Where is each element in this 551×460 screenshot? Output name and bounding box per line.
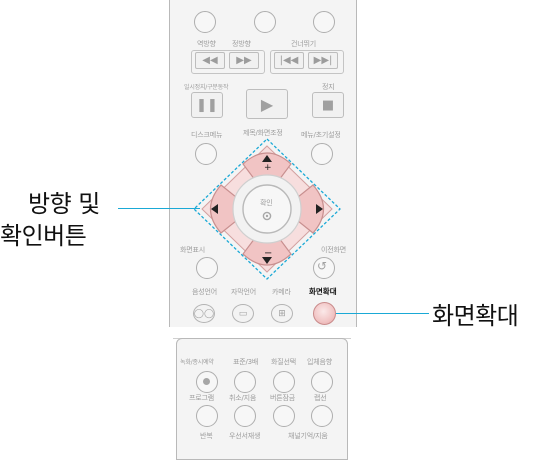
skip-back-button[interactable]: |◀◀ <box>274 52 304 69</box>
option-button[interactable] <box>311 405 333 427</box>
skip-label: 건너뛰기 <box>291 40 316 48</box>
subtitle-label: 자막언어 <box>231 288 256 296</box>
return-label: 이전화면 <box>321 246 346 254</box>
fast-forward-icon: ▶▶ <box>236 55 252 66</box>
zoom-button[interactable] <box>313 302 336 325</box>
lower-label-3-3: 채널기억/지움 <box>288 432 328 440</box>
zoom-small-label: 화면확대 <box>309 287 337 296</box>
lower-label-2-1: 프로그램 <box>189 394 214 402</box>
quality-button[interactable] <box>273 371 295 393</box>
disc-menu-label: 디스크메뉴 <box>191 131 223 139</box>
skip-forward-button[interactable]: ▶▶| <box>308 52 338 69</box>
pause-button[interactable]: ❚❚ <box>191 92 223 118</box>
skip-back-icon: |◀◀ <box>279 55 299 66</box>
arrow-down-icon <box>262 257 272 264</box>
subtitle-icon: ▭ <box>238 308 248 319</box>
dpad-leader-line <box>118 208 200 209</box>
return-button[interactable]: ↺ <box>313 257 335 279</box>
surround-button[interactable] <box>311 371 333 393</box>
dpad: + − <box>193 138 341 280</box>
zoom-leader-line <box>336 313 429 314</box>
subtitle-button[interactable]: ▭ <box>232 304 254 323</box>
audio-label: 음성언어 <box>192 288 217 296</box>
record-dot-icon <box>203 378 210 385</box>
pause-icon: ❚❚ <box>196 97 218 113</box>
speed-button[interactable] <box>234 371 256 393</box>
return-icon: ↺ <box>317 259 328 273</box>
lower-label-1-3: 화질선택 <box>271 358 296 366</box>
lower-label-1-2: 표준/3배 <box>233 358 259 366</box>
arrow-up-icon <box>262 155 272 162</box>
fast-forward-button[interactable]: ▶▶ <box>229 52 259 69</box>
rewind-button[interactable]: ◀◀ <box>195 52 225 69</box>
angle-label: 카메라 <box>272 288 291 296</box>
display-button[interactable] <box>196 257 218 279</box>
audio-icon: ◯◯ <box>193 308 215 319</box>
lock-button[interactable] <box>273 405 295 427</box>
minus-icon: − <box>264 248 272 259</box>
stop-icon: ■ <box>321 97 335 113</box>
search-group-frame <box>191 50 265 74</box>
fwd-label: 정방향 <box>232 40 251 48</box>
audio-button[interactable]: ◯◯ <box>193 304 215 323</box>
setup-menu-button[interactable] <box>311 143 333 165</box>
program-button[interactable] <box>196 405 218 427</box>
top-button-3[interactable] <box>313 11 335 33</box>
lower-label-1-4: 입체음향 <box>307 358 332 366</box>
disc-menu-button[interactable] <box>195 143 217 165</box>
setup-menu-label: 메뉴/초기설정 <box>301 131 341 139</box>
play-icon: ▶ <box>260 94 274 114</box>
stop-button[interactable]: ■ <box>312 92 344 118</box>
title-menu-label: 제목/화면조정 <box>243 129 283 137</box>
lower-label-3-2: 우선서재생 <box>229 432 261 440</box>
ok-label: 확인 <box>260 199 273 207</box>
clear-button[interactable] <box>234 405 256 427</box>
lower-label-1-1: 녹화/종시예약 <box>180 359 214 366</box>
lower-label-2-3: 버튼잠금 <box>270 394 295 402</box>
arrow-left-icon <box>211 204 218 214</box>
remote-lower-panel <box>176 338 348 460</box>
lower-label-3-1: 반복 <box>200 432 213 440</box>
plus-icon: + <box>264 163 272 173</box>
play-button[interactable]: ▶ <box>246 89 288 119</box>
dpad-callout-line2: 확인버튼 <box>0 222 87 250</box>
camera-icon: ⊞ <box>278 308 286 319</box>
skip-forward-icon: ▶▶| <box>313 55 333 66</box>
dpad-ok-button <box>242 184 292 234</box>
arrow-right-icon <box>316 204 323 214</box>
display-label: 화면표시 <box>180 246 205 254</box>
skip-group-frame <box>270 50 344 74</box>
top-button-1[interactable] <box>194 11 216 33</box>
dpad-callout-line1: 방향 및 <box>28 190 100 218</box>
rew-label: 역방향 <box>197 40 216 48</box>
stop-label: 정지 <box>322 83 335 91</box>
lower-label-2-2: 취소/지움 <box>229 394 257 402</box>
top-button-2[interactable] <box>254 11 276 33</box>
ok-dot-icon <box>262 211 272 221</box>
lower-label-2-4: 랩선 <box>314 394 327 402</box>
pause-label: 일시정지/구분동작 <box>184 84 229 91</box>
zoom-callout: 화면확대 <box>432 302 519 330</box>
rewind-icon: ◀◀ <box>202 55 218 66</box>
angle-button[interactable]: ⊞ <box>271 304 293 323</box>
dpad-highlight-outline <box>193 138 341 280</box>
record-button[interactable] <box>196 371 218 393</box>
